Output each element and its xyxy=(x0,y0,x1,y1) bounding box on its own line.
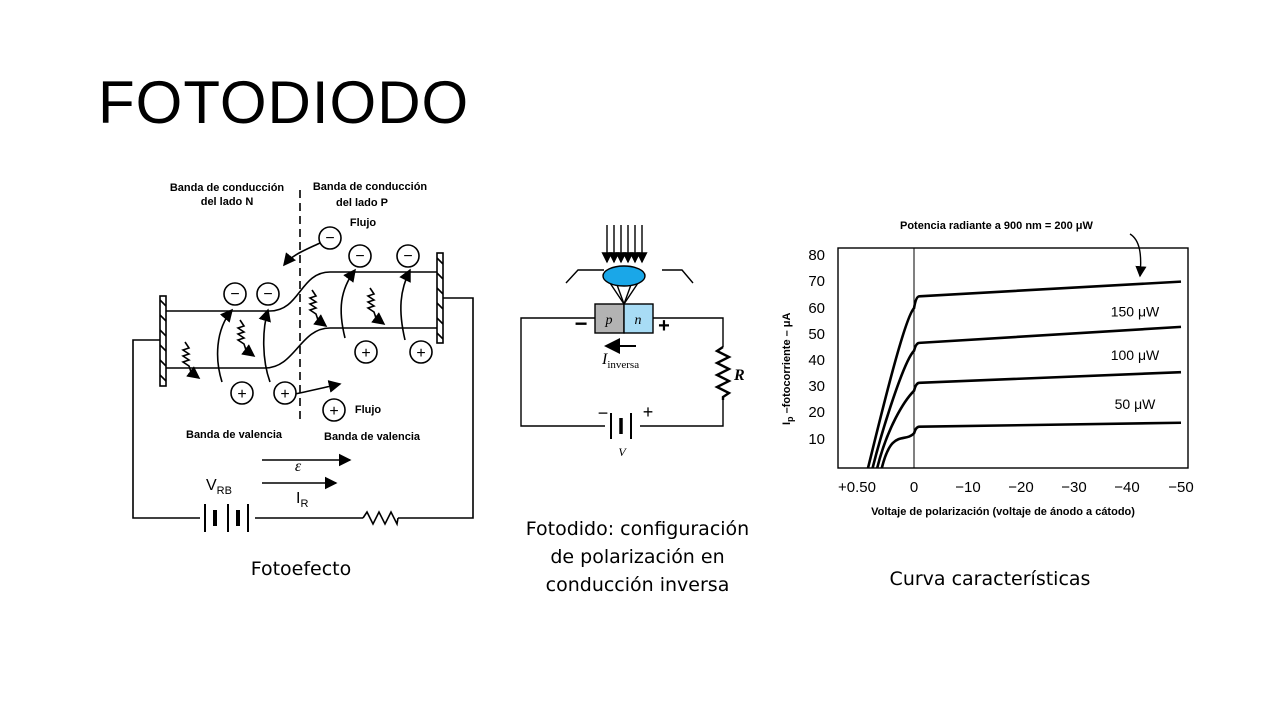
chart-title: Potencia radiante a 900 nm = 200 μW xyxy=(900,220,1094,232)
diode-minus: − xyxy=(575,311,588,336)
plot-frame xyxy=(837,247,1189,469)
electron-carrier: − xyxy=(318,226,342,250)
current-label: Iinversa xyxy=(601,351,639,371)
electron-carrier: − xyxy=(223,282,247,306)
characteristic-curves-chart: Potencia radiante a 900 nm = 200 μW 80 70… xyxy=(781,220,1194,518)
label-flux-bottom: Flujo xyxy=(355,404,382,416)
label-vrb: VRB xyxy=(206,477,232,497)
caption-chart: Curva características xyxy=(889,568,1091,590)
battery-plus: + xyxy=(643,402,654,422)
y-tick-label: 10 xyxy=(808,431,825,448)
x-tick-label: −10 xyxy=(955,479,980,496)
y-axis-label: Ip –fotocorriente – μA xyxy=(781,312,795,425)
series-line-3 xyxy=(880,421,1182,469)
hole-carrier: + xyxy=(273,381,297,405)
svg-text:−: − xyxy=(355,248,364,265)
svg-text:+: + xyxy=(237,386,246,403)
svg-text:+: + xyxy=(361,345,370,362)
svg-text:−: − xyxy=(263,286,272,303)
label-flux-top: Flujo xyxy=(350,217,377,229)
y-tick-label: 70 xyxy=(808,273,825,290)
photon-arrow xyxy=(236,319,256,357)
resistor-label: R xyxy=(733,367,745,384)
left-electrode xyxy=(159,295,167,387)
voltage-label: V xyxy=(618,445,627,459)
bottom-resistor xyxy=(362,510,399,527)
label-cond-p-2: del lado P xyxy=(336,197,388,209)
x-tick-label: −50 xyxy=(1168,479,1193,496)
x-tick-label: −20 xyxy=(1008,479,1033,496)
load-resistor xyxy=(714,346,732,400)
p-label: p xyxy=(605,313,613,328)
electron-carrier: − xyxy=(256,282,280,306)
photon-arrow xyxy=(366,287,386,325)
hole-carrier: + xyxy=(354,340,378,364)
label-valence-left: Banda de valencia xyxy=(186,429,283,441)
svg-text:+: + xyxy=(329,403,338,420)
diode-plus: + xyxy=(658,315,670,337)
x-tick-label: −40 xyxy=(1114,479,1139,496)
n-region xyxy=(623,303,654,334)
y-tick-label: 20 xyxy=(808,404,825,421)
photoeffect-diagram: − − − − − + + + + + Banda de conducción … xyxy=(132,181,474,532)
series-line-1 xyxy=(871,325,1182,469)
valence-band xyxy=(166,327,437,369)
y-tick-label: 60 xyxy=(808,300,825,317)
n-label: n xyxy=(635,313,642,328)
slide-title: FOTODIODO xyxy=(98,69,470,136)
x-tick-label: 0 xyxy=(910,479,918,496)
hole-carrier: + xyxy=(409,340,433,364)
label-field: ε xyxy=(295,458,302,475)
y-tick-label: 40 xyxy=(808,352,825,369)
hole-carrier: + xyxy=(322,398,346,422)
photon-arrow xyxy=(181,341,201,379)
battery-vrb xyxy=(204,504,249,532)
electron-carrier: − xyxy=(396,244,420,268)
label-ir: IR xyxy=(296,490,308,510)
svg-text:−: − xyxy=(403,248,412,265)
caption-circuit: Fotodido: configuración de polarización … xyxy=(525,518,750,596)
svg-text:+: + xyxy=(416,345,425,362)
label-cond-n-2: del lado N xyxy=(201,196,254,208)
series-label: 100 μW xyxy=(1111,347,1160,363)
x-tick-label: +0.50 xyxy=(838,479,876,496)
label-cond-n-1: Banda de conducción xyxy=(170,182,285,194)
svg-text:−: − xyxy=(325,230,334,247)
series-label: 50 μW xyxy=(1115,396,1157,412)
p-region xyxy=(594,303,625,334)
svg-text:+: + xyxy=(280,386,289,403)
reverse-bias-circuit: p n − + Iinversa R − + V xyxy=(520,225,745,459)
y-tick-label: 50 xyxy=(808,326,825,343)
hole-carrier: + xyxy=(230,381,254,405)
electron-carrier: − xyxy=(348,244,372,268)
caption-photoeffect: Fotoefecto xyxy=(250,558,352,580)
label-valence-right: Banda de valencia xyxy=(324,431,421,443)
x-axis-label: Voltaje de polarización (voltaje de ánod… xyxy=(871,506,1135,518)
series-line-2 xyxy=(875,370,1182,469)
photon-arrow xyxy=(308,289,328,327)
label-cond-p-1: Banda de conducción xyxy=(313,181,428,193)
svg-text:−: − xyxy=(230,286,239,303)
series-line-0 xyxy=(866,280,1182,469)
right-electrode xyxy=(436,252,444,344)
conduction-band xyxy=(166,271,437,312)
battery-minus: − xyxy=(598,403,609,423)
y-tick-label: 30 xyxy=(808,378,825,395)
x-tick-label: −30 xyxy=(1061,479,1086,496)
series-label: 150 μW xyxy=(1111,303,1160,319)
y-tick-label: 80 xyxy=(808,247,825,264)
lens xyxy=(602,265,646,287)
